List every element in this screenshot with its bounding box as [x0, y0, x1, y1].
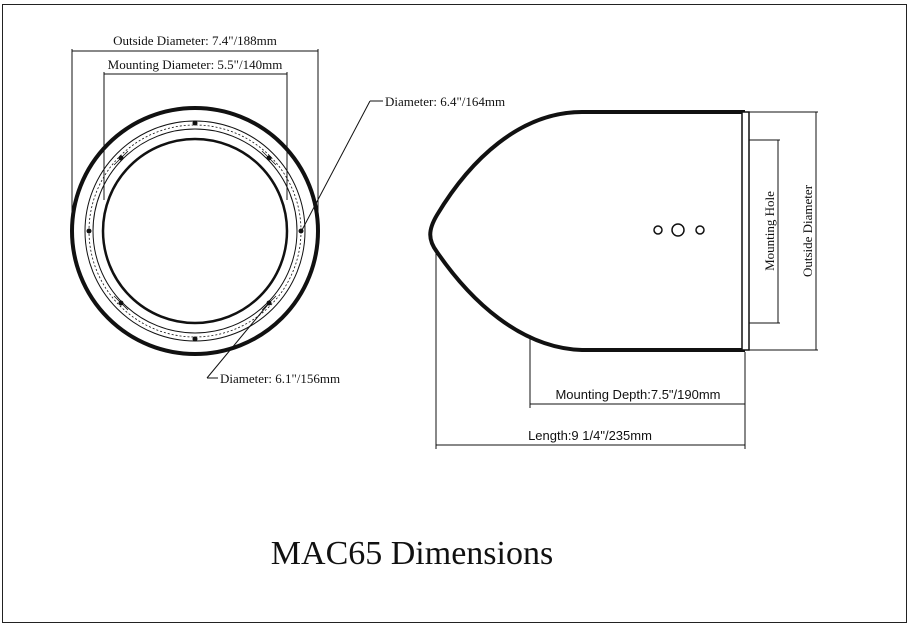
- flange-diameter-leader: [301, 100, 383, 231]
- bolt-hole: [192, 120, 198, 126]
- length-dimension: [435, 248, 746, 449]
- mounting-hole-dimension: [749, 139, 780, 324]
- flange-ring-mid: [92, 128, 298, 334]
- back-plate: [741, 111, 750, 351]
- port-hole: [671, 223, 685, 237]
- outer-ring: [70, 106, 320, 356]
- drawing-frame: [2, 4, 907, 623]
- body-outline: [428, 110, 745, 352]
- length-label: Length:9 1/4"/235mm: [528, 428, 652, 443]
- side-outside-diameter-dimension: [749, 111, 818, 351]
- inner-ring: [101, 137, 289, 325]
- bolt-hole: [192, 336, 198, 342]
- inner-diameter-leader: [206, 301, 271, 379]
- inner-diameter-label: Diameter: 6.1"/156mm: [220, 371, 340, 386]
- side-view: Mounting Hole Outside Diameter Mounting …: [428, 110, 818, 449]
- drawing-title: MAC65 Dimensions: [271, 535, 553, 572]
- bolt-holes: [86, 120, 304, 342]
- front-view: Outside Diameter: 7.4"/188mm Mounting Di…: [70, 33, 505, 386]
- outside-diameter-dimension: [71, 49, 319, 225]
- port-hole: [695, 225, 705, 235]
- bolt-hole: [86, 228, 92, 234]
- bolt-hole-ticks: [113, 150, 277, 311]
- flange-ring-outer: [84, 120, 306, 342]
- mounting-depth-label: Mounting Depth:7.5"/190mm: [555, 387, 720, 402]
- port-holes: [653, 223, 705, 237]
- outside-diameter-label: Outside Diameter: 7.4"/188mm: [113, 33, 277, 48]
- flange-diameter-label: Diameter: 6.4"/164mm: [385, 94, 505, 109]
- side-outside-diameter-label: Outside Diameter: [800, 184, 815, 277]
- mounting-diameter-dimension: [103, 72, 288, 200]
- mounting-diameter-label: Mounting Diameter: 5.5"/140mm: [108, 57, 283, 72]
- mounting-hole-label: Mounting Hole: [762, 191, 777, 271]
- port-hole: [653, 225, 663, 235]
